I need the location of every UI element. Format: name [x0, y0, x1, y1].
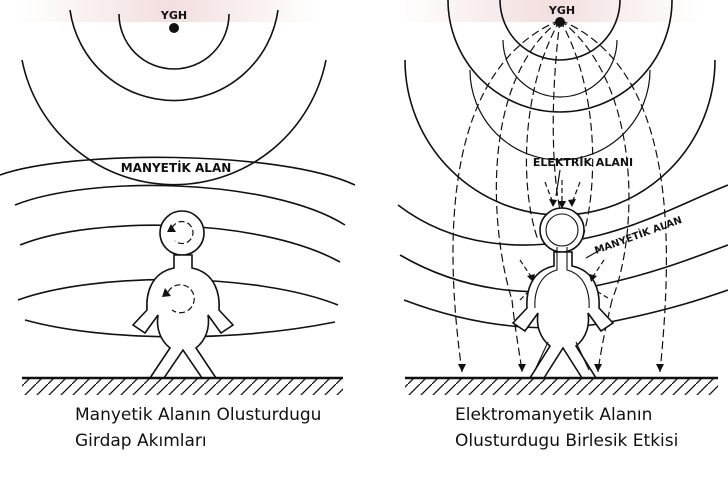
ygh-source-dot-right	[555, 17, 565, 27]
ygh-source-dot-left	[169, 23, 179, 33]
ground-hatch-left	[22, 379, 343, 395]
ygh-label-right: YGH	[548, 4, 575, 17]
caption-right: Elektromanyetik Alanın Olusturdugu Birle…	[455, 402, 678, 454]
caption-left-line2: Girdap Akımları	[75, 428, 321, 454]
electric-field-equipotentials	[470, 40, 650, 160]
caption-left: Manyetik Alanın Olusturdugu Girdap Akıml…	[75, 402, 321, 454]
electric-field-label: ELEKTRİK ALANI	[533, 155, 633, 169]
caption-right-line2: Olusturdugu Birlesik Etkisi	[455, 428, 678, 454]
ground-hatch-right	[405, 379, 718, 395]
left-panel	[0, 10, 355, 395]
caption-left-line1: Manyetik Alanın Olusturdugu	[75, 402, 321, 428]
magnetic-field-label-left: MANYETİK ALAN	[121, 160, 232, 175]
caption-right-line1: Elektromanyetik Alanın	[455, 402, 678, 428]
human-figure-right	[513, 208, 613, 378]
ygh-label-left: YGH	[160, 9, 187, 22]
magnetic-field-label-right: MANYETİK ALAN	[592, 212, 683, 257]
human-figure-left	[133, 211, 233, 378]
right-panel	[398, 0, 728, 395]
